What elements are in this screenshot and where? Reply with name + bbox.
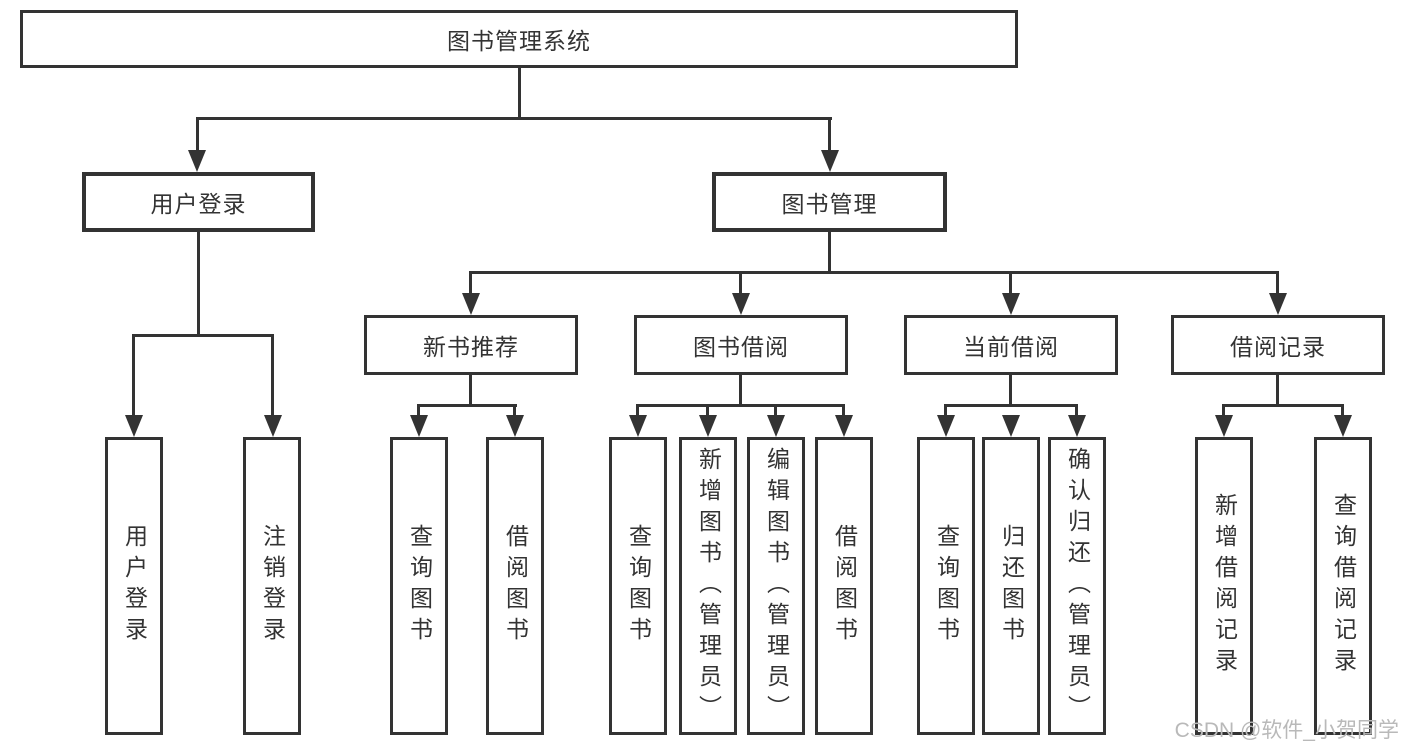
leaf-label: 确认归还（管理员）	[1064, 446, 1091, 726]
connector-line	[196, 117, 832, 120]
down-arrowhead-icon	[1215, 415, 1233, 437]
down-arrowhead-icon	[125, 415, 143, 437]
node-new-book-recommend: 新书推荐	[364, 315, 578, 375]
connector-line	[1341, 404, 1344, 419]
connector-line	[271, 334, 274, 419]
leaf-query-books-current: 查询图书	[917, 437, 975, 735]
node-book-borrowing: 图书借阅	[634, 315, 848, 375]
connector-line	[132, 334, 274, 337]
node-library-management-system: 图书管理系统	[20, 10, 1018, 68]
connector-line	[1009, 375, 1012, 407]
leaf-add-borrow-record: 新增借阅记录	[1195, 437, 1253, 735]
down-arrowhead-icon	[1269, 293, 1287, 315]
down-arrowhead-icon	[835, 415, 853, 437]
down-arrowhead-icon	[937, 415, 955, 437]
node-borrowing-records: 借阅记录	[1171, 315, 1385, 375]
connector-line	[469, 271, 472, 299]
down-arrowhead-icon	[699, 415, 717, 437]
down-arrowhead-icon	[410, 415, 428, 437]
connector-line	[417, 404, 517, 407]
connector-line	[1075, 404, 1078, 419]
connector-line	[1222, 404, 1344, 407]
connector-line	[842, 404, 845, 419]
down-arrowhead-icon	[732, 293, 750, 315]
connector-line	[417, 404, 420, 419]
node-current-borrowing: 当前借阅	[904, 315, 1118, 375]
leaf-label: 用户登录	[121, 524, 148, 648]
connector-line	[636, 404, 844, 407]
down-arrowhead-icon	[264, 415, 282, 437]
down-arrowhead-icon	[1002, 415, 1020, 437]
connector-line	[518, 68, 521, 120]
leaf-logout: 注销登录	[243, 437, 301, 735]
leaf-query-books-recommend: 查询图书	[390, 437, 448, 735]
connector-line	[1276, 375, 1279, 407]
leaf-user-login: 用户登录	[105, 437, 163, 735]
node-user-login: 用户登录	[82, 172, 315, 232]
connector-line	[944, 404, 1078, 407]
down-arrowhead-icon	[506, 415, 524, 437]
down-arrowhead-icon	[1068, 415, 1086, 437]
connector-line	[828, 117, 831, 157]
leaf-borrow-books: 借阅图书	[815, 437, 873, 735]
leaf-label: 新增借阅记录	[1211, 493, 1238, 679]
connector-line	[513, 404, 516, 419]
down-arrowhead-icon	[1334, 415, 1352, 437]
csdn-watermark: CSDN @软件_小贺同学	[1174, 719, 1399, 742]
connector-line	[196, 117, 199, 157]
connector-line	[197, 232, 200, 337]
connector-line	[1009, 271, 1012, 299]
node-book-management: 图书管理	[712, 172, 947, 232]
leaf-label: 借阅图书	[502, 524, 529, 648]
leaf-label: 查询借阅记录	[1330, 493, 1357, 679]
connector-line	[774, 404, 777, 419]
down-arrowhead-icon	[767, 415, 785, 437]
leaf-label: 查询图书	[625, 524, 652, 648]
leaf-label: 借阅图书	[831, 524, 858, 648]
leaf-label: 新增图书（管理员）	[695, 446, 722, 726]
leaf-label: 编辑图书（管理员）	[763, 446, 790, 726]
down-arrowhead-icon	[821, 150, 839, 172]
connector-line	[469, 271, 1279, 274]
leaf-return-books: 归还图书	[982, 437, 1040, 735]
down-arrowhead-icon	[1002, 293, 1020, 315]
connector-line	[739, 375, 742, 407]
connector-line	[636, 404, 639, 419]
down-arrowhead-icon	[629, 415, 647, 437]
connector-line	[1276, 271, 1279, 299]
leaf-query-borrow-record: 查询借阅记录	[1314, 437, 1372, 735]
leaf-query-books-borrow: 查询图书	[609, 437, 667, 735]
leaf-label: 查询图书	[406, 524, 433, 648]
leaf-label: 查询图书	[933, 524, 960, 648]
down-arrowhead-icon	[462, 293, 480, 315]
leaf-borrow-books-recommend: 借阅图书	[486, 437, 544, 735]
leaf-label: 注销登录	[259, 524, 286, 648]
connector-line	[1222, 404, 1225, 419]
connector-line	[739, 271, 742, 299]
connector-line	[469, 375, 472, 407]
leaf-label: 归还图书	[998, 524, 1025, 648]
connector-line	[706, 404, 709, 419]
connector-line	[132, 334, 135, 419]
down-arrowhead-icon	[188, 150, 206, 172]
leaf-confirm-return-admin: 确认归还（管理员）	[1048, 437, 1106, 735]
connector-line	[828, 232, 831, 274]
leaf-add-books-admin: 新增图书（管理员）	[679, 437, 737, 735]
connector-line	[944, 404, 947, 419]
leaf-edit-books-admin: 编辑图书（管理员）	[747, 437, 805, 735]
